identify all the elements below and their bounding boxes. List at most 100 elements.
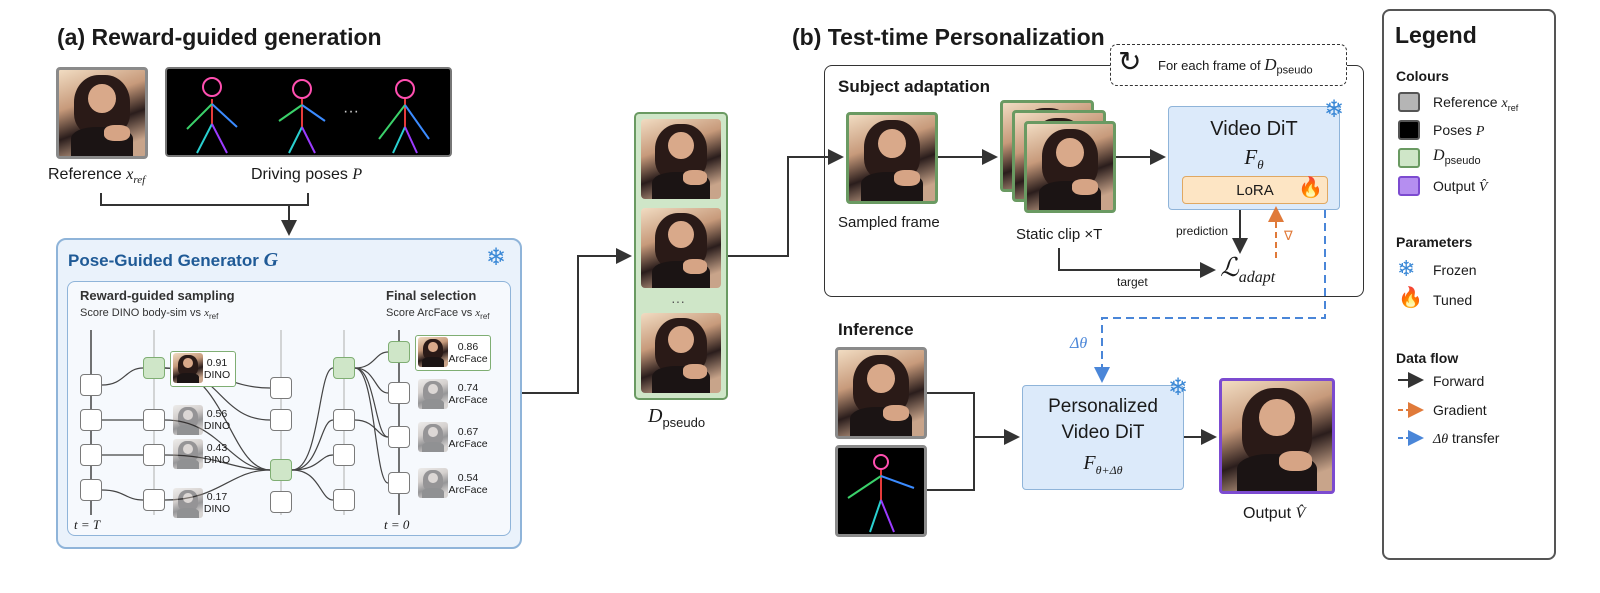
sampling-node-selected — [143, 357, 165, 379]
legend-params-title: Parameters — [1396, 234, 1473, 250]
lora-block — [1182, 176, 1328, 204]
sampling-node-selected — [270, 459, 292, 481]
inference-pose-image — [835, 445, 927, 537]
panel-b-title: (b) Test-time Personalization — [792, 24, 1105, 50]
pseudo-frame — [641, 119, 721, 199]
dino-thumbnail — [173, 353, 203, 383]
legend-box — [1382, 9, 1556, 560]
pdit-snowflake-icon: ❄ — [1168, 374, 1189, 401]
arcface-thumbnail — [418, 379, 448, 409]
sampling-node — [388, 472, 410, 494]
selection-desc: Score ArcFace vs xref — [386, 307, 490, 322]
dino-thumbnail — [173, 439, 203, 469]
inference-reference-image — [835, 347, 927, 439]
video-dit-title: Video DiT — [1210, 118, 1298, 140]
sampling-node — [80, 444, 102, 466]
pseudo-frame — [641, 313, 721, 393]
legend-tuned-label: Tuned — [1433, 292, 1473, 308]
sampling-node — [388, 426, 410, 448]
sampled-frame-image — [846, 112, 938, 204]
output-label: Output V̂ — [1243, 505, 1306, 522]
legend-output-label: Output V̂ — [1433, 178, 1488, 195]
poses-ellipsis: ··· — [343, 103, 359, 120]
refresh-icon: ↻ — [1118, 46, 1142, 77]
sampling-node — [333, 489, 355, 511]
loss-symbol: ℒadapt — [1220, 253, 1276, 287]
poses-label: Driving poses P — [251, 166, 363, 183]
legend-fire-icon: 🔥 — [1398, 287, 1423, 309]
personalized-dit-symbol: Fθ+Δθ — [1083, 452, 1123, 477]
legend-reference-label: Reference xref — [1433, 94, 1519, 113]
sampling-node — [333, 444, 355, 466]
pose-figure-1 — [186, 77, 238, 154]
static-clip-label: Static clip ×T — [1016, 226, 1103, 243]
subject-adaptation-title: Subject adaptation — [838, 77, 991, 96]
sampling-node — [270, 491, 292, 513]
personalized-dit-line1: Personalized — [1048, 396, 1158, 417]
pose-figure-3 — [378, 79, 430, 154]
sampling-node — [143, 489, 165, 511]
t-end-label: t = 0 — [384, 517, 410, 532]
legend-flow-arrows — [1398, 372, 1424, 446]
dino-thumbnail — [173, 405, 203, 435]
legend-frozen-label: Frozen — [1433, 262, 1477, 278]
sampling-node — [143, 444, 165, 466]
sampling-node — [270, 377, 292, 399]
legend-swatch-poses — [1398, 120, 1420, 140]
selection-title: Final selection — [386, 288, 477, 303]
target-label: target — [1117, 275, 1148, 289]
legend-forward-label: Forward — [1433, 373, 1485, 389]
sampling-title: Reward-guided sampling — [80, 288, 235, 303]
loop-label: For each frame of Dpseudo — [1158, 55, 1313, 77]
sampling-node — [80, 479, 102, 501]
dino-thumbnail — [173, 488, 203, 518]
lora-fire-icon: 🔥 — [1298, 177, 1323, 199]
gradient-symbol: ∇ — [1284, 228, 1293, 243]
sampling-node — [333, 409, 355, 431]
subject-adaptation-box — [824, 65, 1364, 297]
pseudo-frame — [641, 208, 721, 288]
video-dit-symbol: Fθ — [1244, 145, 1264, 173]
static-clip-frame — [1024, 121, 1116, 213]
pseudo-label: Dpseudo — [648, 405, 706, 430]
legend-swatch-pseudo — [1398, 148, 1420, 168]
loop-badge — [1110, 44, 1347, 86]
personalized-dit-line2: Video DiT — [1061, 422, 1145, 443]
legend-snowflake-icon: ❄ — [1397, 256, 1416, 281]
legend-title: Legend — [1395, 22, 1477, 48]
legend-gradient-label: Gradient — [1433, 402, 1487, 418]
legend-flow-title: Data flow — [1396, 350, 1459, 366]
panel-a-title: (a) Reward-guided generation — [57, 24, 382, 50]
generator-title: Pose-Guided Generator G — [68, 249, 279, 271]
sampling-node — [388, 382, 410, 404]
legend-transfer-label: Δθ transfer — [1433, 430, 1500, 447]
sampling-node-selected — [388, 341, 410, 363]
t-start-label: t = T — [74, 517, 101, 532]
sampling-node-selected — [333, 357, 355, 379]
lora-label: LoRA — [1236, 182, 1274, 199]
legend-swatch-output — [1398, 176, 1420, 196]
driving-poses-image: ··· — [165, 67, 452, 157]
arcface-thumbnail — [418, 337, 448, 367]
legend-pseudo-label: Dpseudo — [1433, 147, 1481, 168]
pseudo-ellipsis: ··· — [671, 293, 685, 309]
output-image — [1219, 378, 1335, 494]
sampled-frame-label: Sampled frame — [838, 214, 940, 231]
sampling-node — [80, 409, 102, 431]
legend-poses-label: Poses P — [1433, 122, 1485, 139]
pose-figure-2 — [278, 79, 326, 154]
personalized-dit-box — [1022, 385, 1184, 490]
inference-title: Inference — [838, 320, 914, 339]
sampling-node — [80, 374, 102, 396]
dit-snowflake-icon: ❄ — [1324, 96, 1345, 123]
delta-theta-label: Δθ — [1070, 335, 1088, 352]
